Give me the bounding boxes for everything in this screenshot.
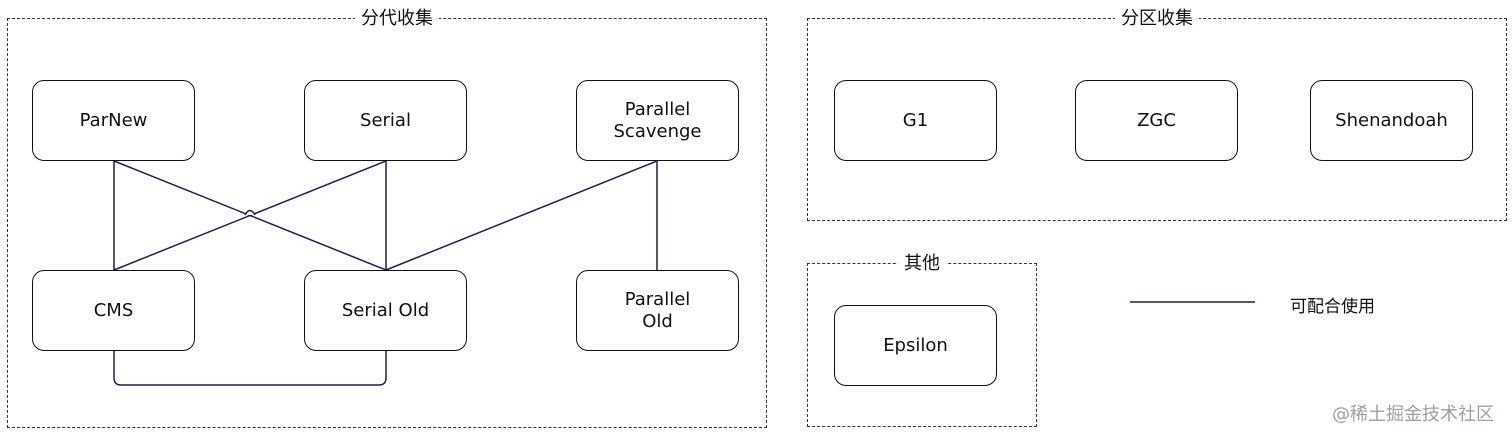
node-zgc[interactable]: ZGC (1075, 80, 1238, 161)
regional-group-title: 分区收集 (1115, 8, 1199, 30)
node-parallel-scavenge[interactable]: Parallel Scavenge (576, 80, 739, 161)
other-group-title: 其他 (898, 253, 946, 275)
node-cms[interactable]: CMS (32, 270, 195, 351)
node-epsilon[interactable]: Epsilon (834, 305, 997, 386)
node-shenandoah[interactable]: Shenandoah (1310, 80, 1473, 161)
node-serial-old[interactable]: Serial Old (304, 270, 467, 351)
node-parallel-old[interactable]: Parallel Old (576, 270, 739, 351)
watermark: @稀土掘金技术社区 (1332, 404, 1494, 425)
line-crossing-hop (244, 209, 256, 216)
node-g1[interactable]: G1 (834, 80, 997, 161)
node-parnew[interactable]: ParNew (32, 80, 195, 161)
edge-parallel-scavenge-serial-old (385, 160, 658, 271)
generational-group-title: 分代收集 (355, 8, 439, 30)
edge-cms-serial-old (113, 351, 387, 386)
legend-label: 可配合使用 (1290, 297, 1375, 317)
node-serial[interactable]: Serial (304, 80, 467, 161)
edge-serial-cms (113, 160, 387, 271)
